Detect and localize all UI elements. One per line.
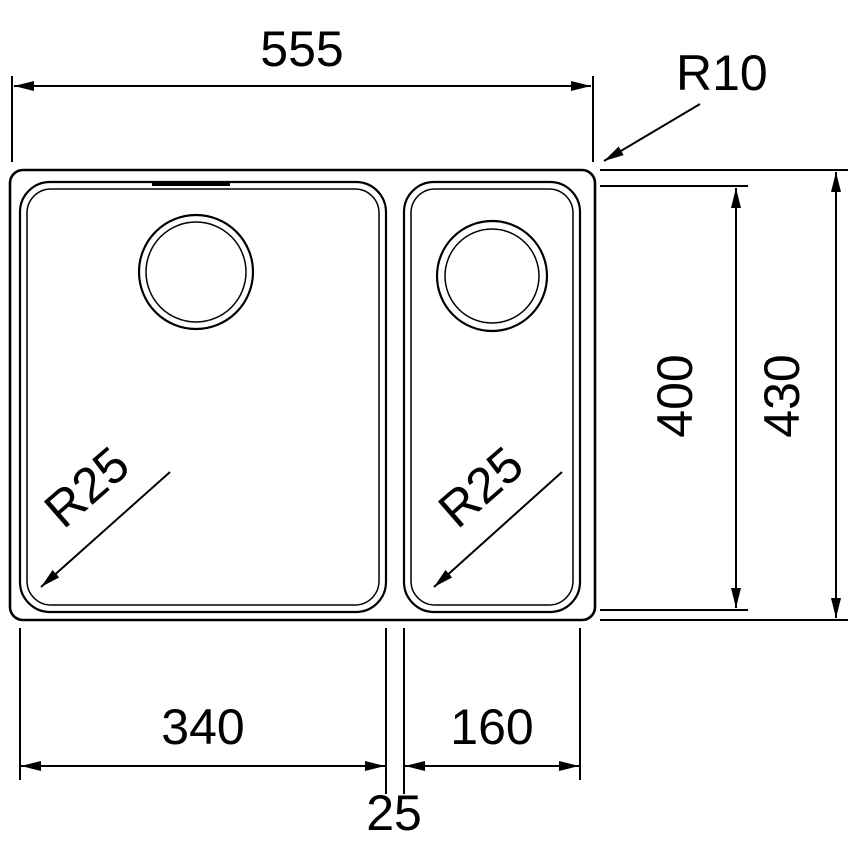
dim-main-bowl-radius: R25 <box>34 436 171 588</box>
dim-divider-width: 25 <box>366 785 422 841</box>
dim-main-bowl-width: 340 <box>19 628 387 794</box>
dim-overall-width-label: 555 <box>260 21 343 77</box>
dim-main-bowl-radius-label: R25 <box>34 436 140 538</box>
sink-outline-group <box>8 168 597 622</box>
half-bowl-drain-inner <box>444 228 540 324</box>
dim-overall-length: 430 <box>600 169 848 621</box>
sink-outer-rim <box>8 168 597 622</box>
half-bowl-inner-edge <box>410 188 574 606</box>
main-bowl-drain-inner <box>145 221 247 323</box>
main-bowl-drain-outer <box>137 213 255 331</box>
dim-half-bowl-radius: R25 <box>428 436 563 588</box>
leader-line <box>40 471 171 588</box>
leader-line <box>433 471 563 588</box>
dim-main-bowl-width-label: 340 <box>161 699 244 755</box>
dim-bowl-length: 400 <box>600 185 748 611</box>
half-bowl-outer-edge <box>402 180 582 614</box>
leader-line <box>603 103 701 162</box>
main-bowl-inner-edge <box>26 188 380 606</box>
dim-half-bowl-width: 160 <box>403 628 581 794</box>
dim-overall-length-label: 430 <box>754 354 810 437</box>
half-bowl-drain-outer <box>435 219 549 333</box>
dim-half-bowl-radius-label: R25 <box>428 436 534 538</box>
dim-corner-radius: R10 <box>603 45 768 162</box>
dim-overall-width: 555 <box>11 21 594 162</box>
dim-corner-radius-label: R10 <box>676 45 768 101</box>
dim-bowl-length-label: 400 <box>647 354 703 437</box>
main-bowl-outer-edge <box>18 180 388 614</box>
dim-half-bowl-width-label: 160 <box>450 699 533 755</box>
dim-divider-width-label: 25 <box>366 785 422 841</box>
